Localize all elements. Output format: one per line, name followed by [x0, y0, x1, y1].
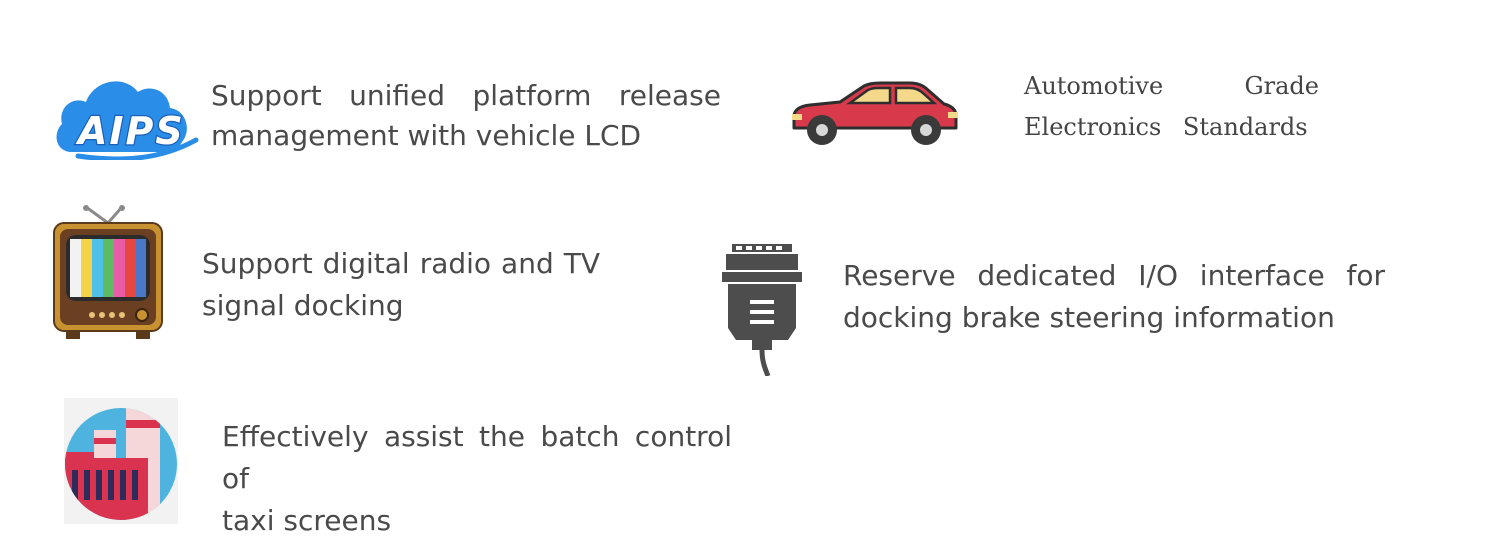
- factory-building-icon: [64, 398, 178, 524]
- automotive-feature-text: Automotive Grade Electronics Standards: [1024, 66, 1319, 148]
- aips-line-2: management with vehicle LCD: [211, 119, 642, 152]
- aips-cloud-icon: AIPS: [50, 70, 200, 162]
- automotive-line-2: Electronics Standards: [1024, 113, 1308, 141]
- aips-line-1: Support unified platform release: [211, 79, 721, 112]
- aips-feature-text: Support unified platform release managem…: [211, 76, 721, 156]
- taxi-line-1: Effectively assist the batch control of: [222, 420, 732, 495]
- taxi-line-2: taxi screens: [222, 504, 392, 537]
- tv-line-2: signal docking: [202, 289, 404, 322]
- red-car-icon: [788, 78, 960, 150]
- retro-tv-icon: [52, 205, 164, 339]
- automotive-line-1: Automotive Grade: [1024, 72, 1319, 100]
- io-feature-text: Reserve dedicated I/O interface for dock…: [843, 255, 1385, 339]
- io-connector-icon: [722, 244, 802, 377]
- taxi-feature-text: Effectively assist the batch control of …: [222, 416, 732, 542]
- tv-line-1: Support digital radio and TV: [202, 247, 600, 280]
- aips-logo-text: AIPS: [75, 109, 185, 153]
- io-line-1: Reserve dedicated I/O interface for: [843, 259, 1385, 292]
- tv-feature-text: Support digital radio and TV signal dock…: [202, 243, 600, 327]
- io-line-2: docking brake steering information: [843, 301, 1335, 334]
